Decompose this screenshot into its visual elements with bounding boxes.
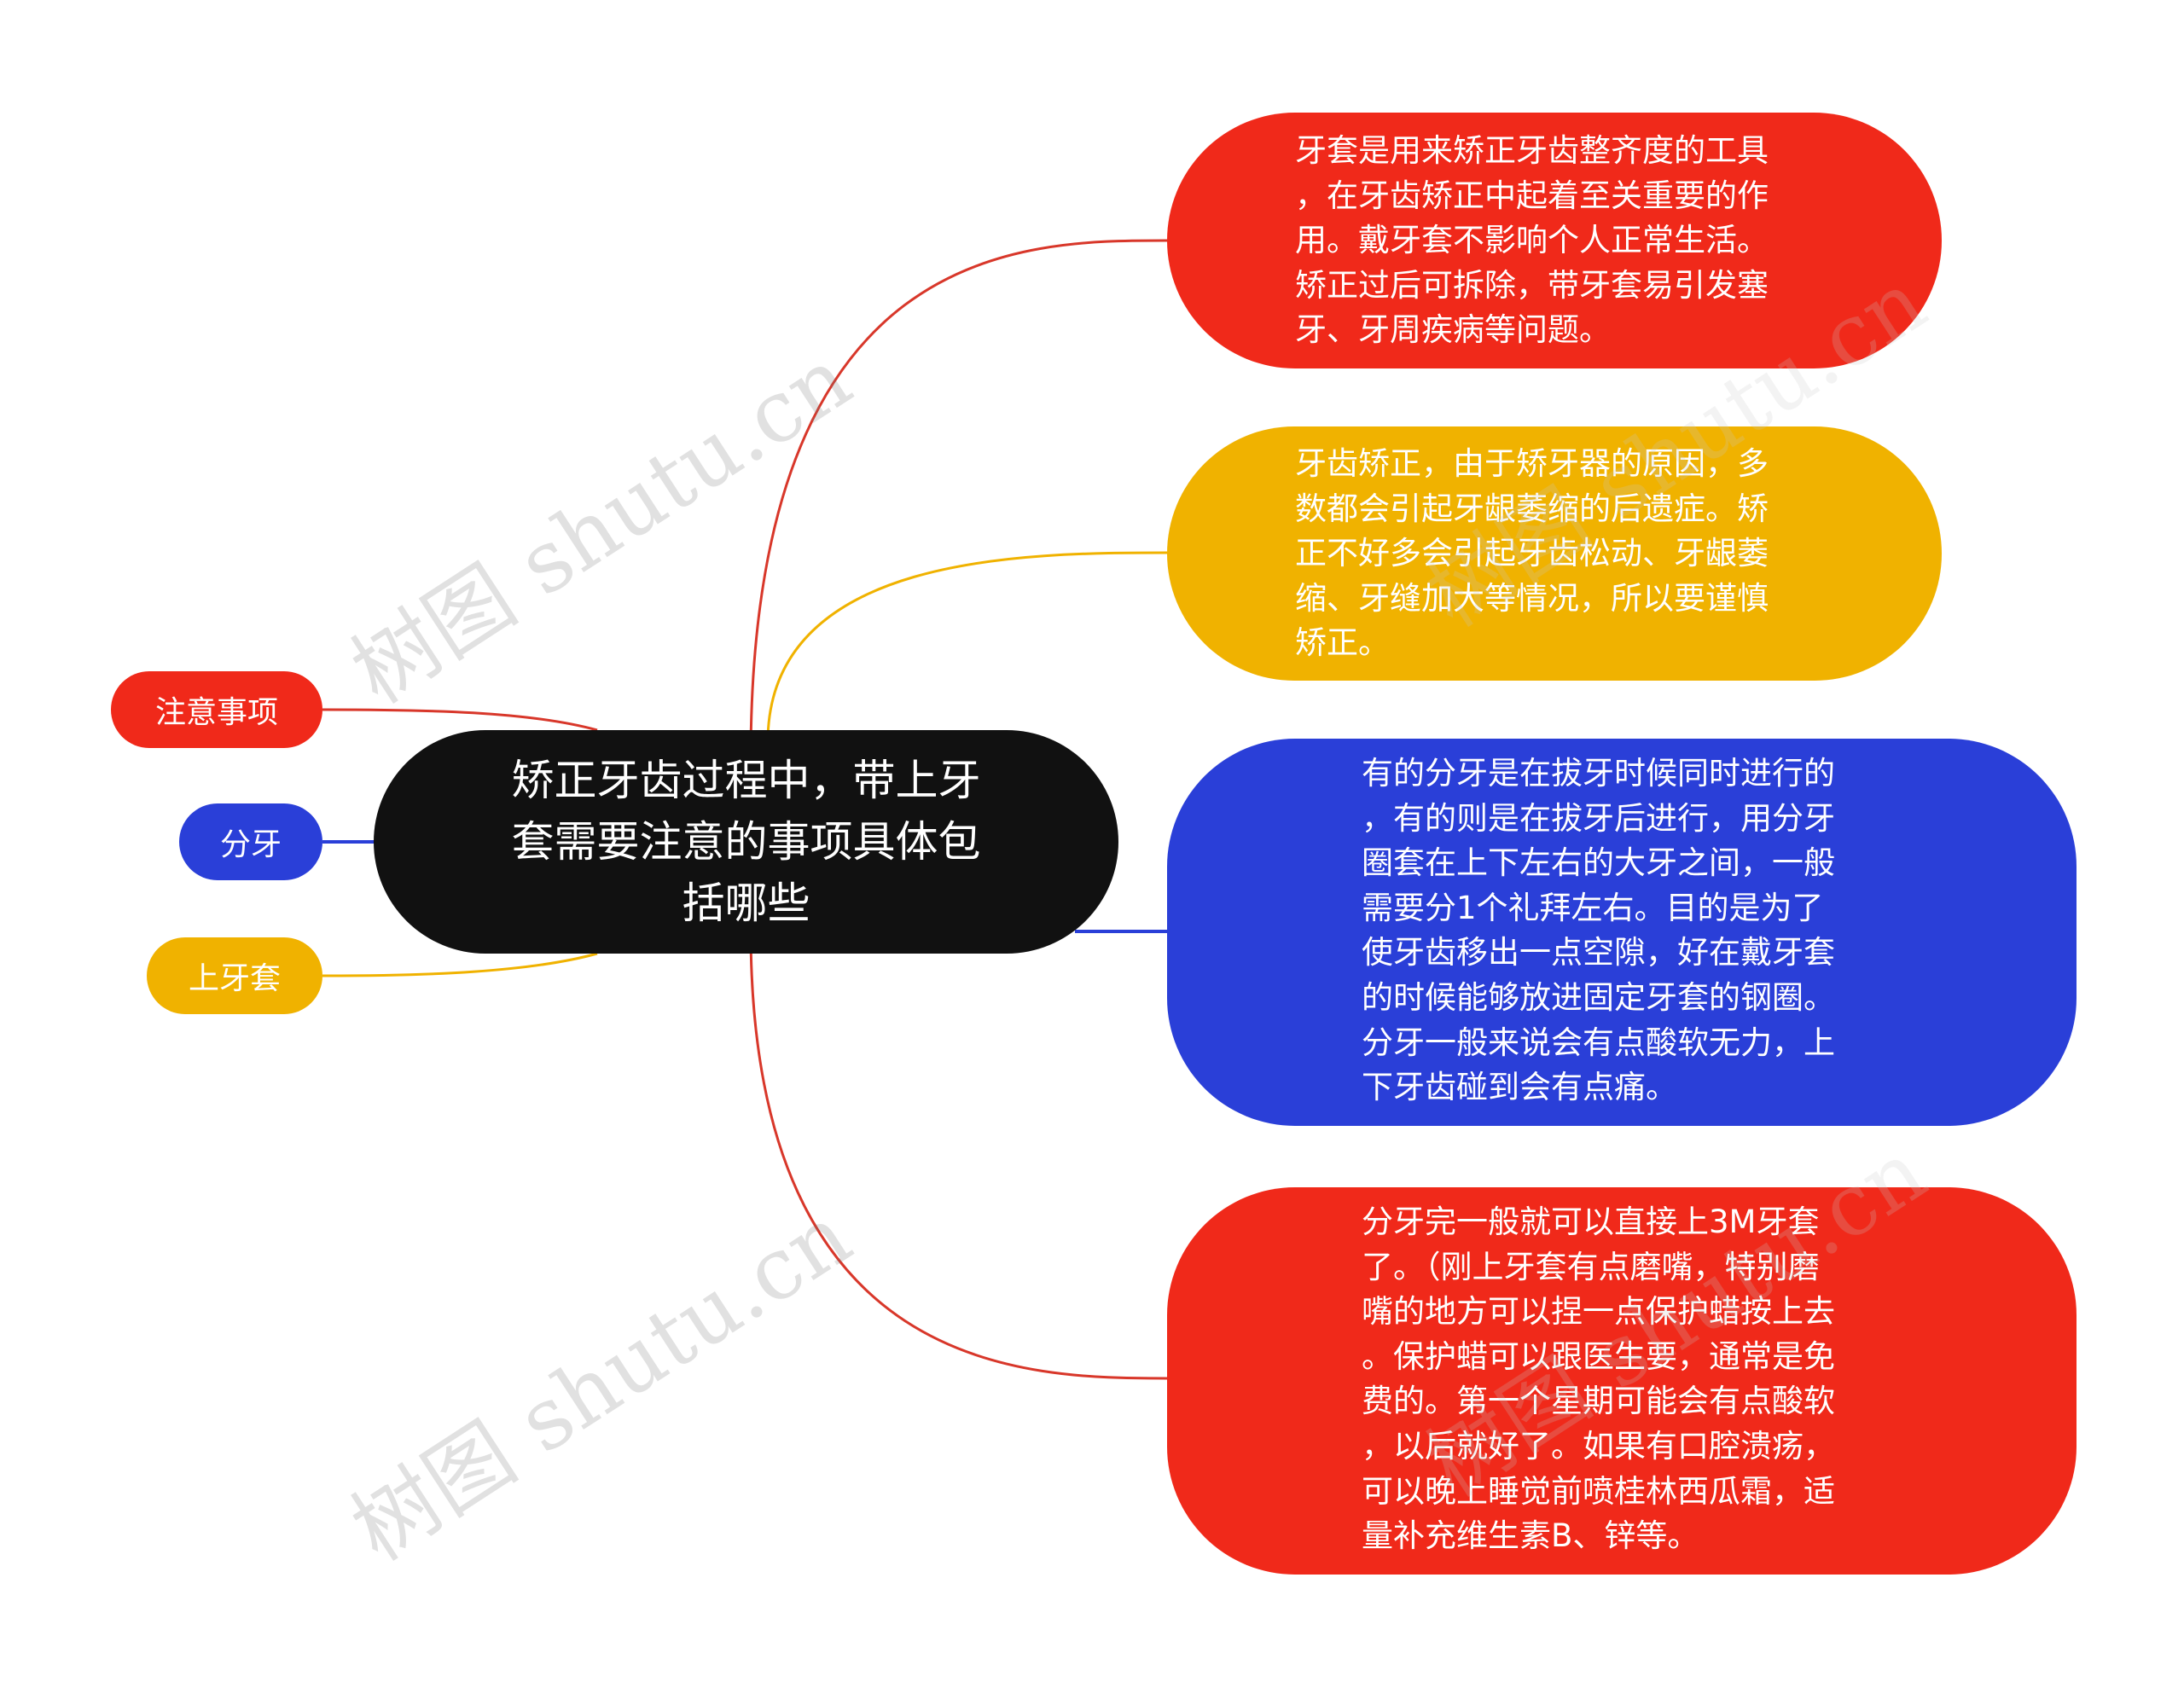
- link-center-to-left-3: [322, 952, 598, 977]
- left-node-label: 上牙套: [188, 961, 281, 996]
- right-node-text: 有的分牙是在拔牙时候同时进行的 ，有的则是在拔牙后进行，用分牙 圈套在上下左右的…: [1362, 755, 1835, 1106]
- left-node-fenya[interactable]: 分牙: [179, 803, 322, 880]
- right-node-text: 牙套是用来矫正牙齿整齐度的工具 ，在牙齿矫正中起着至关重要的作 用。戴牙套不影响…: [1295, 132, 1769, 349]
- central-topic-label: 矫正牙齿过程中，带上牙 套需要注意的事项具体包 括哪些: [511, 756, 981, 928]
- right-node-shang-yatao-detail[interactable]: 分牙完一般就可以直接上3M牙套 了。（刚上牙套有点磨嘴，特别磨 嘴的地方可以捏一…: [1167, 1187, 2077, 1575]
- left-node-shang-yatao[interactable]: 上牙套: [147, 937, 322, 1014]
- right-node-yatao-intro[interactable]: 牙套是用来矫正牙齿整齐度的工具 ，在牙齿矫正中起着至关重要的作 用。戴牙套不影响…: [1167, 113, 1942, 368]
- right-node-fenya-detail[interactable]: 有的分牙是在拔牙时候同时进行的 ，有的则是在拔牙后进行，用分牙 圈套在上下左右的…: [1167, 739, 2077, 1126]
- right-node-text: 牙齿矫正，由于矫牙器的原因，多 数都会引起牙龈萎缩的后遗症。矫 正不好多会引起牙…: [1295, 445, 1769, 662]
- link-center-to-right-2: [766, 551, 1168, 743]
- link-center-to-left-1: [322, 708, 598, 732]
- left-node-label: 注意事项: [154, 695, 278, 730]
- left-node-zhuyi-shixiang[interactable]: 注意事项: [111, 671, 322, 748]
- central-topic-node[interactable]: 矫正牙齿过程中，带上牙 套需要注意的事项具体包 括哪些: [374, 730, 1118, 954]
- link-center-to-right-4: [749, 929, 1168, 1380]
- left-node-label: 分牙: [219, 827, 282, 862]
- right-node-jiaozheng-risk[interactable]: 牙齿矫正，由于矫牙器的原因，多 数都会引起牙龈萎缩的后遗症。矫 正不好多会引起牙…: [1167, 426, 1942, 681]
- link-center-to-right-1: [749, 239, 1168, 760]
- right-node-text: 分牙完一般就可以直接上3M牙套 了。（刚上牙套有点磨嘴，特别磨 嘴的地方可以捏一…: [1362, 1204, 1835, 1555]
